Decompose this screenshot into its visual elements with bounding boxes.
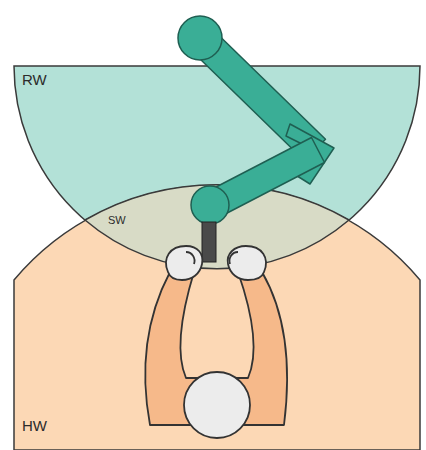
region-label: RW xyxy=(22,72,47,89)
finger-lines xyxy=(186,252,238,264)
right-glove xyxy=(228,246,266,280)
robot-base xyxy=(178,16,222,60)
region-label: SW xyxy=(108,214,126,226)
region-outline xyxy=(14,185,420,450)
left-glove xyxy=(166,246,202,280)
robot-wrist xyxy=(191,186,229,224)
robot-tool xyxy=(202,222,216,262)
human-operator xyxy=(145,246,287,438)
operator-head xyxy=(184,372,250,438)
region-outline xyxy=(85,185,349,269)
robot-arm xyxy=(178,16,334,224)
region-label: HW xyxy=(22,418,47,435)
